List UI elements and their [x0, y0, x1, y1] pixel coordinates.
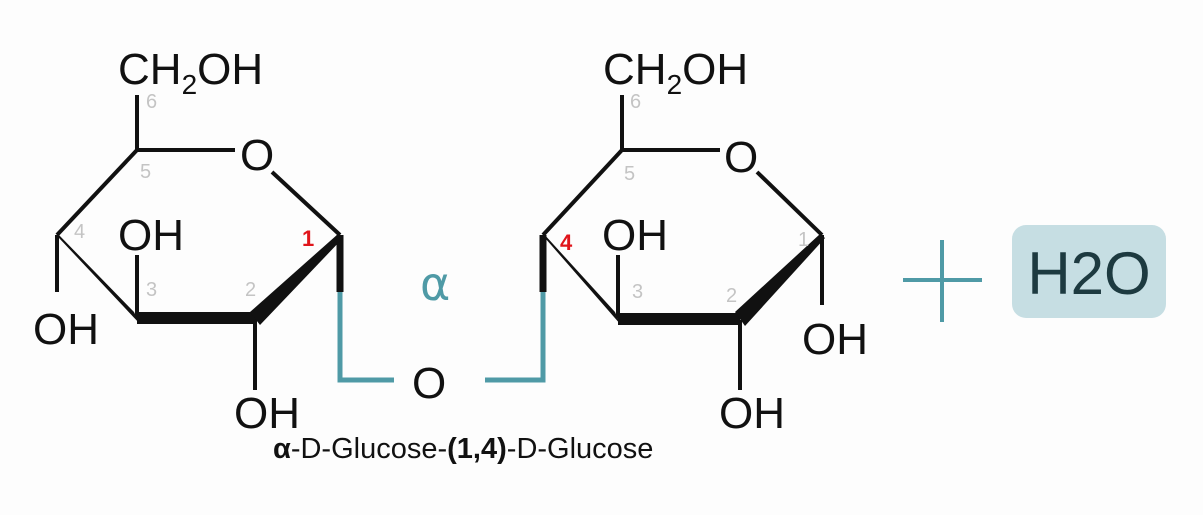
plus-sign — [903, 240, 982, 322]
left-glucose-ring — [55, 95, 344, 390]
left-ch2oh: CH2OH — [118, 45, 263, 100]
left-oh-c3: OH — [118, 211, 184, 260]
right-number-3: 3 — [632, 281, 643, 303]
left-number-2: 2 — [245, 279, 256, 301]
right-number-2: 2 — [726, 285, 737, 307]
right-oh-c3: OH — [602, 211, 668, 260]
bond-c4-c5 — [541, 148, 624, 237]
bond-o-c1 — [270, 170, 342, 237]
water-label: H2O — [1027, 240, 1150, 307]
left-oh-c4: OH — [33, 305, 99, 354]
glycosidic-oxygen: O — [412, 359, 446, 408]
linkage-left-bond — [337, 292, 394, 383]
left-oh-c2: OH — [234, 389, 300, 438]
left-number-6: 6 — [146, 91, 157, 113]
left-ring-oxygen: O — [240, 131, 274, 180]
left-number-3: 3 — [146, 279, 157, 301]
left-number-1: 1 — [302, 226, 314, 251]
linkage-right-bond — [485, 292, 546, 383]
right-number-4: 4 — [560, 230, 573, 255]
wedge-c2-c1 — [735, 234, 825, 326]
left-number-5: 5 — [140, 161, 151, 183]
right-ch2oh: CH2OH — [603, 45, 748, 100]
wedge-c2-c1 — [250, 234, 343, 325]
right-number-1: 1 — [798, 229, 809, 251]
alpha-label: α — [420, 257, 450, 311]
wedge-c4-c3 — [543, 233, 621, 325]
right-number-5: 5 — [624, 163, 635, 185]
left-number-4: 4 — [74, 221, 85, 243]
wedge-c4-c3 — [57, 233, 140, 324]
right-oh-c1: OH — [802, 315, 868, 364]
right-oh-c2: OH — [719, 389, 785, 438]
right-glucose-ring — [539, 95, 824, 390]
glycosidic-linkage — [337, 292, 546, 383]
bond-o-c1 — [755, 170, 824, 237]
bond-c5-c4 — [55, 148, 139, 237]
product-caption: α-D-Glucose-(1,4)-D-Glucose — [273, 433, 653, 465]
right-ring-oxygen: O — [724, 133, 758, 182]
water-box — [1012, 225, 1166, 318]
right-number-6: 6 — [630, 91, 641, 113]
